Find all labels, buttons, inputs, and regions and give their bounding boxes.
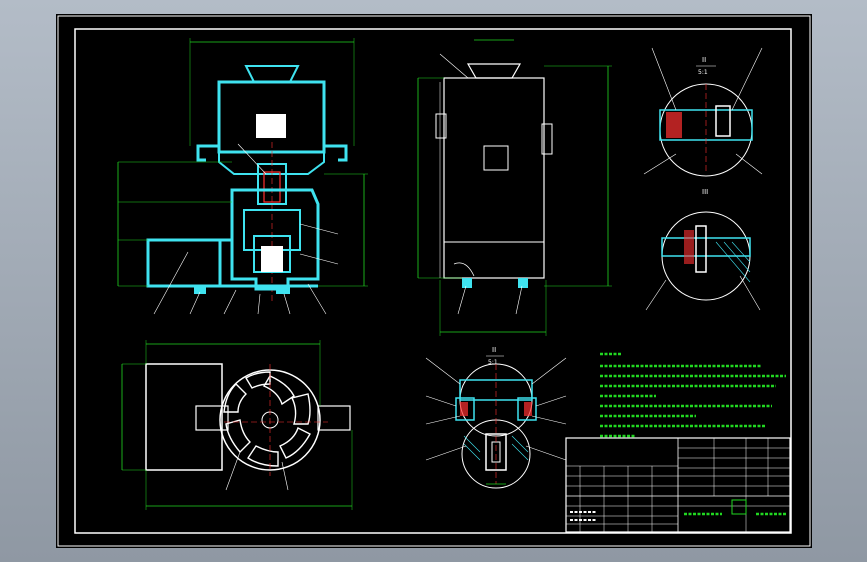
detail-ii-label: II bbox=[702, 56, 706, 64]
title-block bbox=[565, 437, 791, 533]
drawing-sheet: II 5:1 III bbox=[56, 14, 812, 548]
detail-view-ii: II 5:1 bbox=[425, 346, 567, 489]
detail-view-top: II 5:1 bbox=[643, 47, 763, 177]
side-body bbox=[443, 77, 545, 279]
technical-notes bbox=[600, 352, 786, 438]
cad-drawing: II 5:1 III bbox=[57, 15, 811, 547]
motor-block bbox=[261, 246, 283, 272]
rotor-blades bbox=[223, 371, 311, 467]
detail-ii-scale: 5:1 bbox=[698, 69, 708, 76]
svg-text:5:1: 5:1 bbox=[488, 359, 498, 366]
upper-chamber bbox=[217, 80, 326, 154]
svg-text:II: II bbox=[492, 346, 496, 354]
detail-view-iii: III bbox=[645, 188, 761, 311]
sheet-border bbox=[57, 15, 811, 547]
hopper bbox=[244, 65, 300, 83]
grinder-housing bbox=[230, 188, 320, 291]
front-section-view bbox=[117, 38, 368, 315]
drawing-frame bbox=[74, 28, 792, 534]
top-view bbox=[121, 340, 353, 510]
side-view bbox=[417, 39, 612, 336]
detail-iii-label: III bbox=[702, 188, 708, 196]
chamber-window bbox=[256, 114, 286, 138]
discharge-spout bbox=[146, 238, 222, 288]
